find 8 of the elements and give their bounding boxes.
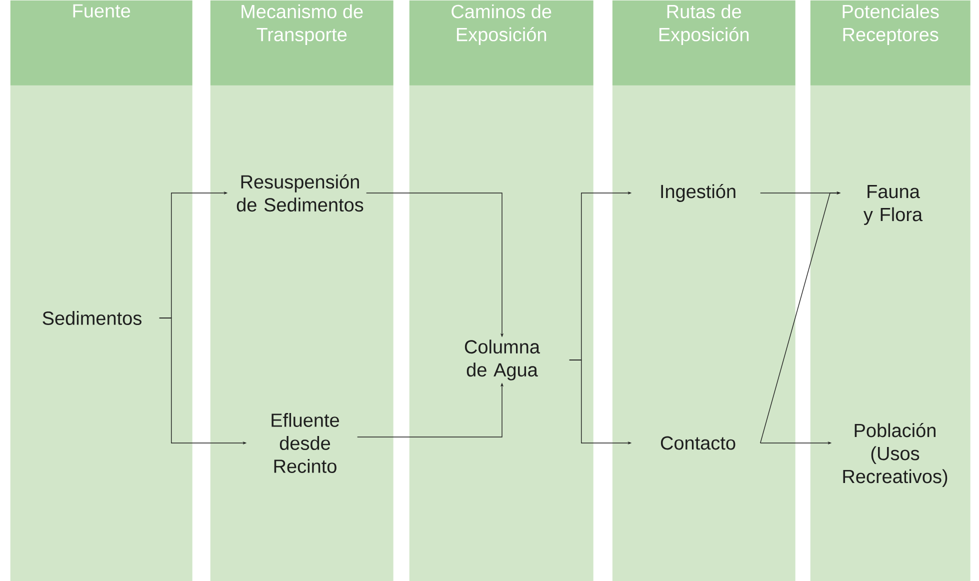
label-text: Fauna y Flora	[864, 185, 923, 225]
label-text: Sedimentos	[42, 311, 142, 325]
label-text: Efluente desde Recinto	[272, 413, 340, 473]
label-text: Población (Usos Recreativos)	[843, 423, 948, 487]
label-text: Resuspensión de Sedimentos	[236, 174, 364, 212]
label-text: Columna de Agua	[464, 340, 540, 380]
label-text: Contacto	[660, 436, 736, 450]
label-text: Ingestión	[661, 184, 736, 202]
